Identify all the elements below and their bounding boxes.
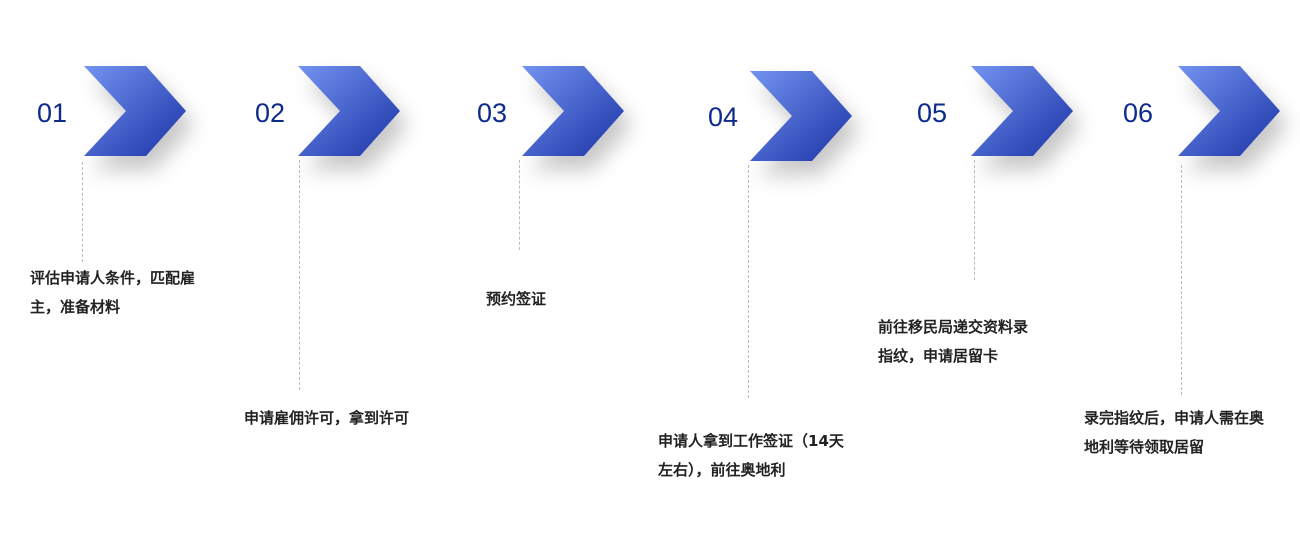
connector-line [748, 165, 749, 398]
connector-line [974, 160, 975, 280]
step-number: 06 [1123, 98, 1154, 128]
step-text: 预约签证 [486, 290, 547, 308]
connector-line [519, 160, 520, 250]
step-text: 申请人拿到工作签证（14天左右），前往奥地利 [658, 432, 844, 479]
chevron-icon [298, 66, 400, 156]
step-number: 02 [255, 98, 286, 128]
step-text: 评估申请人条件，匹配雇主，准备材料 [30, 269, 196, 316]
step-text: 申请雇佣许可，拿到许可 [244, 409, 410, 427]
connector-line [299, 160, 300, 390]
step-number: 01 [37, 98, 68, 128]
chevron-icon [84, 66, 186, 156]
step-number: 04 [708, 102, 739, 132]
chevron-icon [750, 71, 852, 161]
step-number: 05 [917, 98, 948, 128]
connector-line [82, 162, 83, 262]
step-text: 录完指纹后，申请人需在奥地利等待领取居留 [1084, 409, 1265, 456]
step-number: 03 [477, 98, 508, 128]
connector-line [1181, 165, 1182, 395]
step-text: 前往移民局递交资料录指纹，申请居留卡 [878, 318, 1029, 365]
chevron-icon [971, 66, 1073, 156]
chevron-icon [522, 66, 624, 156]
chevron-icon [1178, 66, 1280, 156]
